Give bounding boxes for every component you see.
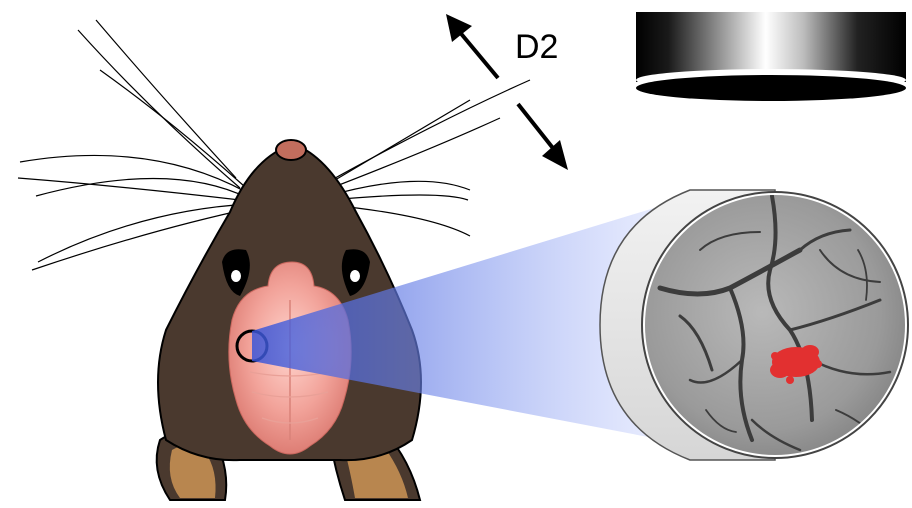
stimulus-disk-icon bbox=[636, 12, 906, 101]
cranial-window-inset bbox=[600, 190, 908, 460]
direction-label: D2 bbox=[515, 28, 558, 66]
arrow-down-right-icon bbox=[518, 104, 568, 170]
arrow-up-left-icon bbox=[446, 14, 498, 78]
nose bbox=[276, 140, 306, 160]
